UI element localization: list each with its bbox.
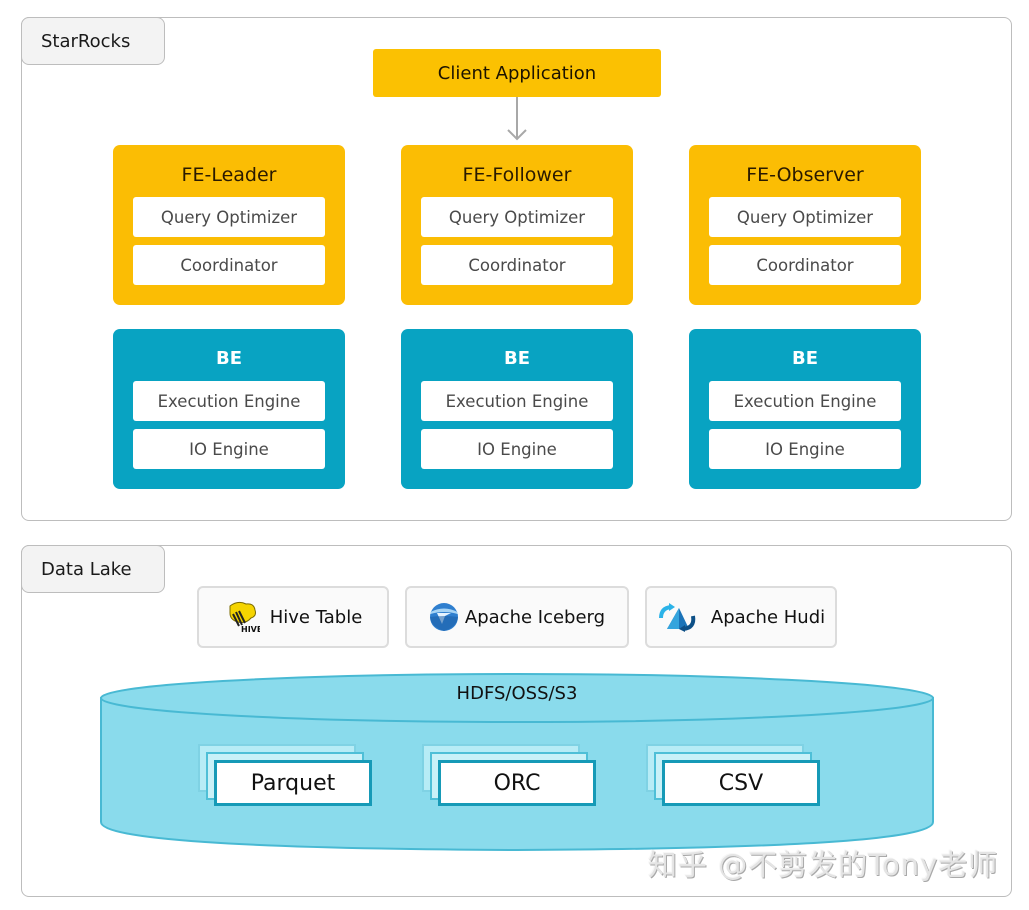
orc-file-stack: ORC (422, 744, 598, 808)
parquet-file-stack: Parquet (198, 744, 374, 808)
iceberg-icon (429, 603, 458, 631)
apache-iceberg-box: Apache Iceberg (405, 586, 629, 648)
client-application-box: Client Application (373, 49, 661, 97)
node-title: BE (503, 348, 530, 369)
coordinator-box: Coordinator (133, 245, 325, 285)
data-lake-section-label: Data Lake (21, 545, 165, 593)
coordinator-box: Coordinator (421, 245, 613, 285)
apache-hudi-label: Apache Hudi (710, 606, 826, 628)
node-title: BE (215, 348, 242, 369)
io-engine-box: IO Engine (133, 429, 325, 469)
watermark: 知乎 @不剪发的Tony老师 (648, 848, 999, 882)
node-title: FE-Follower (462, 164, 572, 186)
query-optimizer-box: Query Optimizer (133, 197, 325, 237)
apache-hudi-box: Apache Hudi (645, 586, 837, 648)
coordinator-box: Coordinator (709, 245, 901, 285)
query-optimizer-box: Query Optimizer (421, 197, 613, 237)
hive-table-box: HIVE Hive Table (197, 586, 389, 648)
query-optimizer-box: Query Optimizer (709, 197, 901, 237)
io-engine-box: IO Engine (709, 429, 901, 469)
hive-table-label: Hive Table (269, 606, 363, 628)
apache-iceberg-label: Apache Iceberg (464, 606, 606, 628)
be-node: BE Execution Engine IO Engine (689, 329, 921, 489)
be-node: BE Execution Engine IO Engine (401, 329, 633, 489)
storage-label: HDFS/OSS/S3 (456, 683, 578, 704)
fe-observer-node: FE-Observer Query Optimizer Coordinator (689, 145, 921, 305)
node-title: FE-Leader (181, 164, 277, 186)
io-engine-box: IO Engine (421, 429, 613, 469)
starrocks-section-label: StarRocks (21, 17, 165, 65)
fe-follower-node: FE-Follower Query Optimizer Coordinator (401, 145, 633, 305)
execution-engine-box: Execution Engine (421, 381, 613, 421)
orc-file-box: ORC (438, 760, 596, 806)
node-title: BE (791, 348, 818, 369)
execution-engine-box: Execution Engine (133, 381, 325, 421)
down-arrow-icon (507, 97, 527, 141)
hudi-icon (658, 603, 696, 632)
hive-bee-icon: HIVE (229, 601, 260, 634)
csv-file-box: CSV (662, 760, 820, 806)
svg-text:HIVE: HIVE (241, 625, 260, 634)
node-title: FE-Observer (746, 164, 864, 186)
be-node: BE Execution Engine IO Engine (113, 329, 345, 489)
parquet-file-box: Parquet (214, 760, 372, 806)
csv-file-stack: CSV (646, 744, 822, 808)
execution-engine-box: Execution Engine (709, 381, 901, 421)
fe-leader-node: FE-Leader Query Optimizer Coordinator (113, 145, 345, 305)
